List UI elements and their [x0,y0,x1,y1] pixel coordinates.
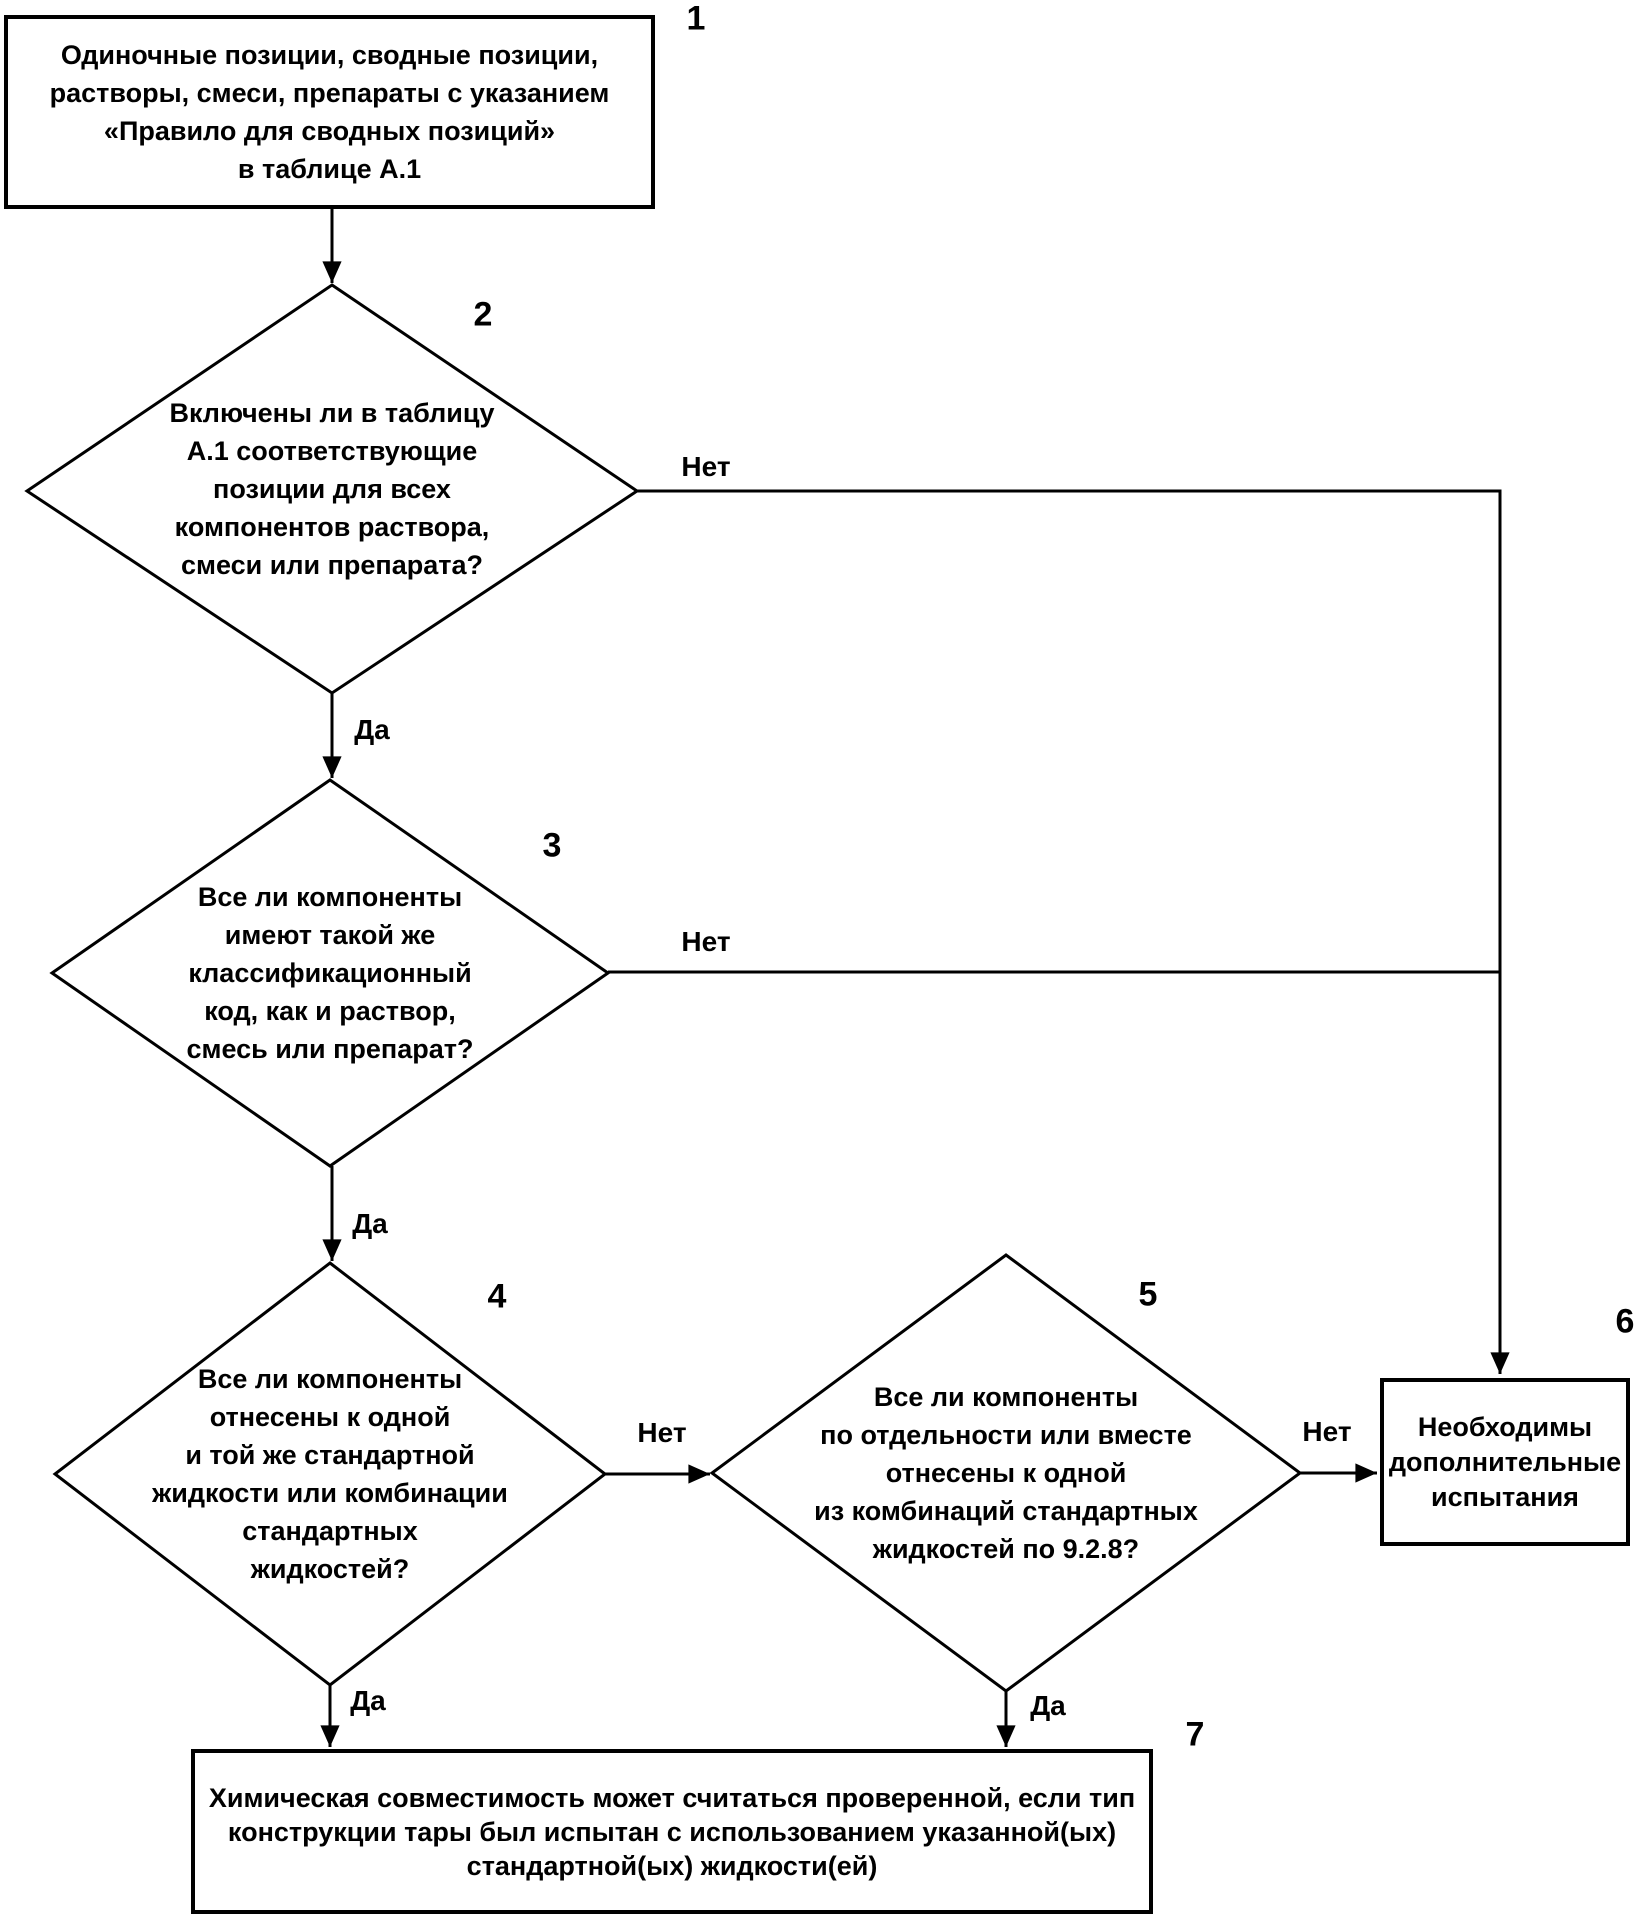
node-7-text: Химическая совместимость может считаться… [208,1782,1136,1881]
decision-4-shape [52,1261,608,1687]
node-number-6: 6 [1615,1302,1635,1341]
decision-4-label-area: Все ли компоненты отнесены к одной и той… [105,1354,555,1594]
decision-3-text: Все ли компоненты имеют такой же классиф… [186,882,474,1064]
decision-3-shape [49,778,611,1168]
edge-label-no-5: Нет [1302,1416,1352,1447]
decision-5-text: Все ли компоненты по отдельности или вме… [814,1382,1198,1564]
edge-label-no-2: Нет [681,451,731,482]
decision-2-shape [24,283,640,695]
edge-label-yes-5: Да [1030,1690,1066,1721]
decision-5-label-area: Все ли компоненты по отдельности или вме… [796,1353,1216,1593]
node-7-result-box: Химическая совместимость может считаться… [191,1749,1153,1914]
edge-label-yes-3: Да [352,1208,388,1239]
decision-2-label-area: Включены ли в таблицу А.1 соответствующи… [122,379,542,599]
decision-3-label-area: Все ли компоненты имеют такой же классиф… [120,873,540,1073]
node-number-5: 5 [1138,1275,1158,1314]
edge-2-no-to-6 [637,489,1510,1374]
edge-label-yes-4: Да [350,1685,386,1716]
node-number-2: 2 [473,295,493,334]
node-1-text: Одиночные позиции, сводные позиции, раст… [49,40,610,184]
decision-5-shape [709,1253,1303,1693]
edge-label-yes-2: Да [354,714,390,745]
decision-2-text: Включены ли в таблицу А.1 соответствующи… [169,398,495,580]
node-6-text: Необходимы дополнительные испытания [1388,1411,1622,1512]
node-number-1: 1 [686,0,706,38]
node-number-3: 3 [542,826,562,865]
node-number-7: 7 [1185,1715,1205,1754]
node-number-4: 4 [487,1277,507,1316]
node-6-additional-tests-box: Необходимы дополнительные испытания [1380,1378,1630,1546]
edge-label-no-3: Нет [681,926,731,957]
edge-label-no-4: Нет [637,1417,687,1448]
node-1-start-box: Одиночные позиции, сводные позиции, раст… [4,15,655,209]
decision-4-text: Все ли компоненты отнесены к одной и той… [152,1364,508,1584]
